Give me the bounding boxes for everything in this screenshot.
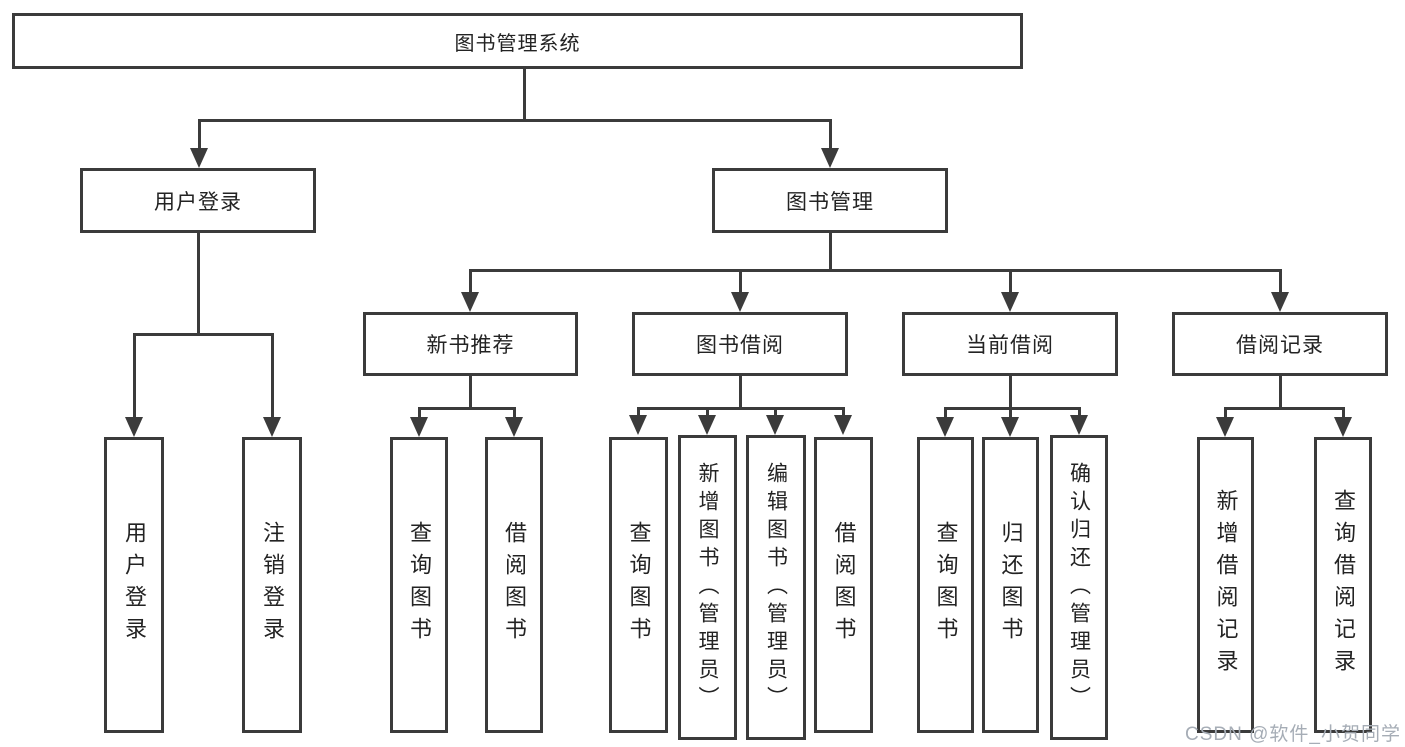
node-borrow-record: 借阅记录 (1172, 312, 1388, 376)
csdn-watermark: CSDN @软件_小贺同学 (1185, 724, 1401, 745)
leaf-query-books-borrow: 查询图书 (609, 437, 668, 733)
connector-root-trunk (523, 69, 526, 120)
connector-drop-leaf (418, 407, 421, 419)
leaf-query-borrow-record: 查询借阅记录 (1314, 437, 1372, 733)
connector-book-trunk (829, 233, 832, 271)
connector-drop-leaf (513, 407, 516, 419)
leaf-borrow-books-borrow: 借阅图书 (814, 437, 873, 733)
connector-current-bar (944, 407, 1081, 410)
arrow-down-icon (731, 292, 749, 312)
arrow-down-icon (629, 415, 647, 435)
connector-borrow-bar (637, 407, 845, 410)
connector-level3-bar (469, 269, 1282, 272)
arrow-down-icon (936, 417, 954, 437)
node-new-book-recommend: 新书推荐 (363, 312, 578, 376)
connector-drop-leaf (1224, 407, 1227, 419)
connector-drop-module (1009, 269, 1012, 294)
connector-drop-module (469, 269, 472, 294)
leaf-confirm-return-admin: 确认归还（管理员） (1050, 435, 1108, 740)
node-root: 图书管理系统 (12, 13, 1023, 69)
connector-drop-module (1279, 269, 1282, 294)
leaf-return-books: 归还图书 (982, 437, 1039, 733)
arrow-down-icon (125, 417, 143, 437)
connector-user-bar (133, 333, 274, 336)
arrow-down-icon (1334, 417, 1352, 437)
arrow-down-icon (263, 417, 281, 437)
leaf-query-books-newbook: 查询图书 (390, 437, 448, 733)
node-current-borrow: 当前借阅 (902, 312, 1118, 376)
leaf-user-login: 用户登录 (104, 437, 164, 733)
connector-drop-book-manage (829, 119, 832, 150)
arrow-down-icon (410, 417, 428, 437)
connector-drop-leaf (1342, 407, 1345, 419)
connector-drop-leaf (944, 407, 947, 419)
leaf-borrow-books-newbook: 借阅图书 (485, 437, 543, 733)
connector-record-bar (1224, 407, 1345, 410)
arrow-down-icon (821, 148, 839, 168)
arrow-down-icon (1001, 417, 1019, 437)
connector-drop-leaf (1078, 407, 1081, 417)
connector-drop-leaf (842, 407, 845, 417)
connector-record-trunk (1279, 376, 1282, 409)
connector-level2-bar (198, 119, 831, 122)
node-book-manage: 图书管理 (712, 168, 948, 233)
arrow-down-icon (1216, 417, 1234, 437)
connector-drop-module (739, 269, 742, 294)
arrow-down-icon (190, 148, 208, 168)
connector-drop-leaf (637, 407, 640, 417)
connector-drop-user-login (198, 119, 201, 150)
node-book-borrow: 图书借阅 (632, 312, 848, 376)
leaf-edit-books-admin: 编辑图书（管理员） (746, 435, 806, 740)
arrow-down-icon (834, 415, 852, 435)
connector-drop-leaf (774, 407, 777, 417)
connector-drop-leaf (133, 333, 136, 419)
leaf-add-books-admin: 新增图书（管理员） (678, 435, 737, 740)
leaf-query-books-current: 查询图书 (917, 437, 974, 733)
connector-drop-leaf (1009, 407, 1012, 419)
connector-drop-leaf (271, 333, 274, 419)
connector-borrow-trunk (739, 376, 742, 409)
arrow-down-icon (1271, 292, 1289, 312)
node-user-login: 用户登录 (80, 168, 316, 233)
connector-user-trunk (197, 233, 200, 334)
arrow-down-icon (505, 417, 523, 437)
arrow-down-icon (1001, 292, 1019, 312)
connector-drop-leaf (706, 407, 709, 417)
arrow-down-icon (698, 415, 716, 435)
connector-newbook-trunk (469, 376, 472, 409)
arrow-down-icon (766, 415, 784, 435)
arrow-down-icon (461, 292, 479, 312)
leaf-logout-login: 注销登录 (242, 437, 302, 733)
leaf-add-borrow-record: 新增借阅记录 (1197, 437, 1254, 733)
connector-newbook-bar (418, 407, 516, 410)
connector-current-trunk (1009, 376, 1012, 409)
arrow-down-icon (1070, 415, 1088, 435)
